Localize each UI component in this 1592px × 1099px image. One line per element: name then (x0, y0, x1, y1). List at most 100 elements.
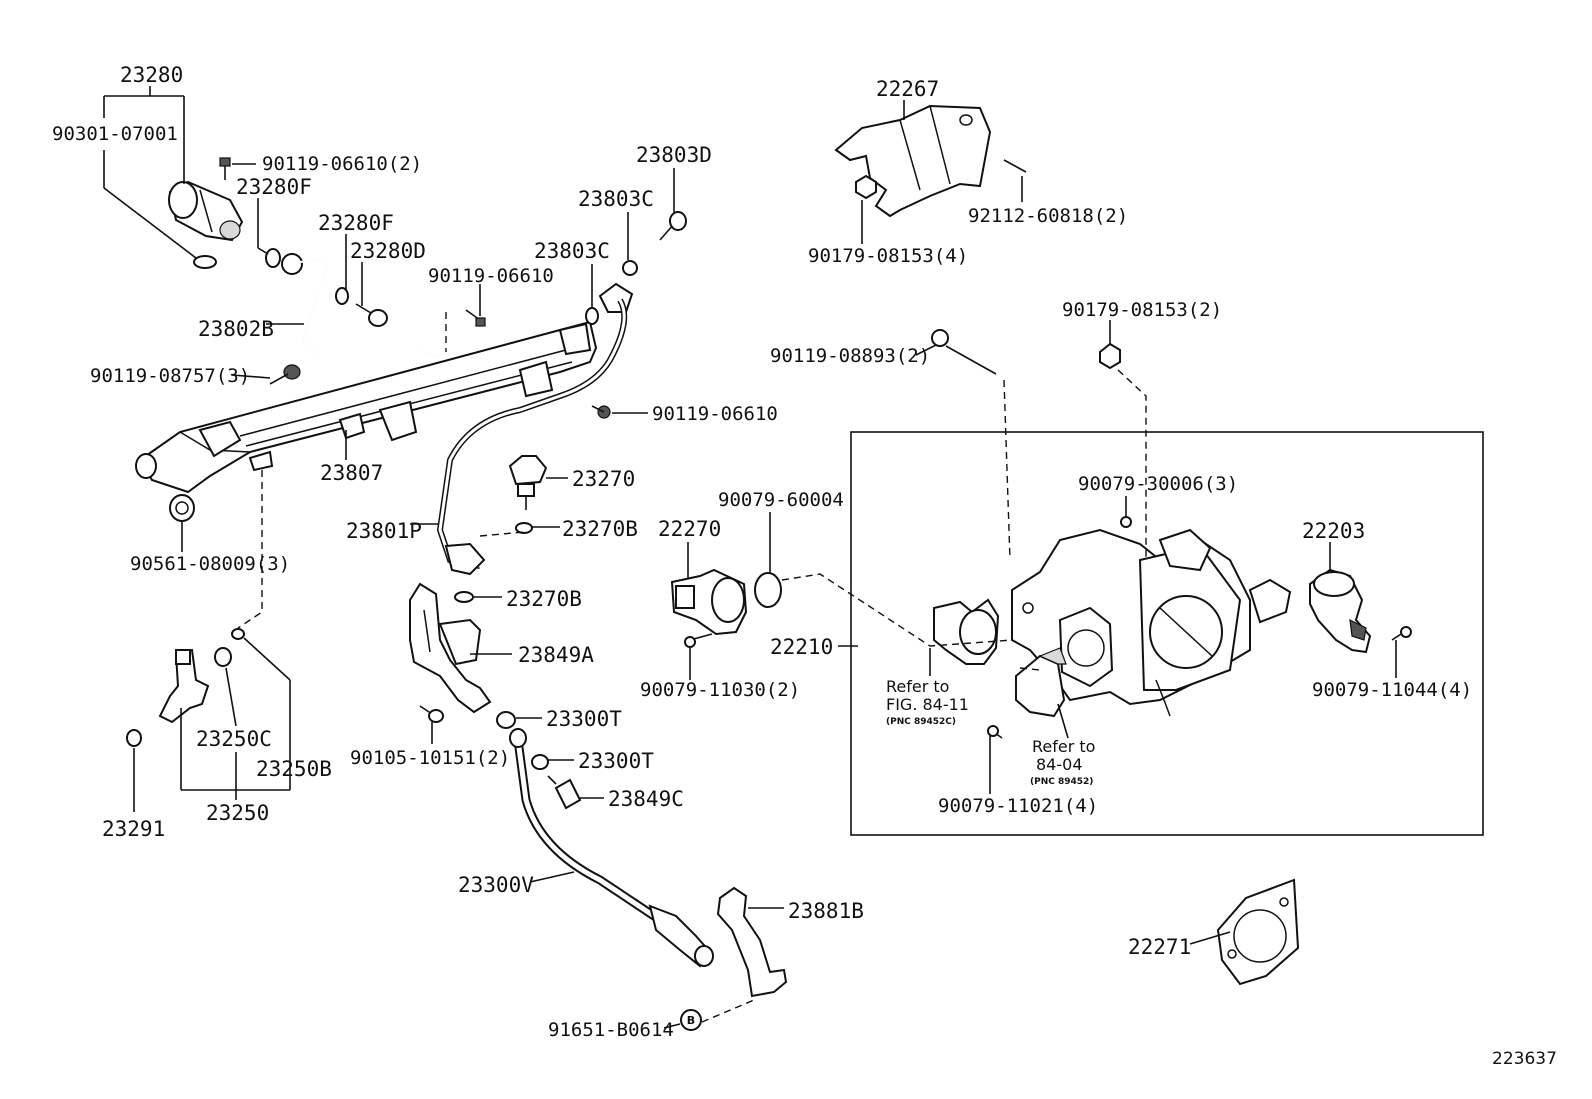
refer-note-2-line1: Refer to (1032, 737, 1095, 756)
callout-22270: 22270 (658, 517, 721, 541)
bolt-90119-08757 (269, 364, 301, 385)
bolt-marker-91651: B (680, 1009, 702, 1031)
callout-23280F-b: 23280F (318, 211, 394, 235)
gasket-23280F-b (335, 287, 349, 305)
callout-90119-06610-a: 90119-06610 (428, 265, 554, 287)
callout-23803D: 23803D (636, 143, 712, 167)
callout-90079-60004: 90079-60004 (718, 489, 844, 511)
union-fitting-23803 (598, 282, 634, 313)
gasket-23300T-a (496, 711, 516, 729)
callout-22271: 22271 (1128, 935, 1191, 959)
callout-23849A: 23849A (518, 643, 594, 667)
stud-92112 (1003, 159, 1027, 173)
callout-23849C: 23849C (608, 787, 684, 811)
gasket-23270B-a (515, 522, 533, 534)
union-23280D-pipe-end (281, 253, 303, 275)
bolt-23803D (659, 211, 687, 241)
callout-90119-08757-3: 90119-08757(3) (90, 365, 250, 387)
callout-90119-06610-b: 90119-06610 (652, 403, 778, 425)
callout-90301-07001: 90301-07001 (52, 123, 178, 145)
screw-90079-11044 (1391, 626, 1412, 641)
nut-90179-08153-2 (1099, 342, 1121, 370)
callout-23291: 23291 (102, 817, 165, 841)
bolt-90119-08893 (931, 329, 997, 375)
callout-23801P: 23801P (346, 519, 422, 543)
callout-90079-11044-4: 90079-11044(4) (1312, 679, 1472, 701)
gasket-22271 (1216, 878, 1300, 986)
callout-22267: 22267 (876, 77, 939, 101)
sensor-22270 (670, 568, 748, 636)
diagram-id: 223637 (1492, 1049, 1557, 1069)
bracket-23849A (409, 582, 492, 714)
idle-valve-22203 (1309, 568, 1372, 654)
refer-note-1-line1: Refer to (886, 677, 949, 696)
bolt-90119-06610-b (591, 405, 611, 419)
callout-90119-08893-2: 90119-08893(2) (770, 345, 930, 367)
callout-90079-11021-4: 90079-11021(4) (938, 795, 1098, 817)
screw-90079-11021 (987, 725, 1003, 739)
callout-92112-60818-2: 92112-60818(2) (968, 205, 1128, 227)
nut-90179-08153-4 (855, 174, 877, 200)
o-ring-23250B (231, 628, 245, 640)
callout-22203: 22203 (1302, 519, 1365, 543)
dashed-assembly-lines (237, 312, 1147, 1023)
callout-90179-08153-4: 90179-08153(4) (808, 245, 968, 267)
gasket-23803C-low (585, 307, 599, 325)
callout-90179-08153-2: 90179-08153(2) (1062, 299, 1222, 321)
grommet-23291 (126, 729, 142, 747)
callout-23300V: 23300V (458, 873, 534, 897)
callout-23250B: 23250B (256, 757, 332, 781)
callout-91651-B0614: 91651-B0614 (548, 1019, 674, 1041)
callout-labels: 23280 90301-07001 90119-06610(2) 23280F … (52, 63, 1557, 1069)
bolt-90105-10151 (419, 705, 444, 723)
throttle-body-22210 (1011, 528, 1292, 717)
callout-23270B-b: 23270B (506, 587, 582, 611)
callout-23803C-a: 23803C (578, 187, 654, 211)
refer-note-1-pnc: (PNC 89452C) (886, 717, 956, 727)
callout-90079-30006-3: 90079-30006(3) (1078, 473, 1238, 495)
callout-23280: 23280 (120, 63, 183, 87)
gasket-90079-60004 (754, 572, 782, 608)
callout-23802B: 23802B (198, 317, 274, 341)
marker-b-text: B (687, 1014, 695, 1027)
gasket-23280F-a (265, 248, 281, 268)
screw-90079-11030 (684, 633, 713, 648)
throttle-sensor-ref-84-11 (933, 598, 1000, 665)
callout-90079-11030-2: 90079-11030(2) (640, 679, 800, 701)
callout-23280D: 23280D (350, 239, 426, 263)
fuel-hose-23300V (509, 728, 714, 968)
gasket-23803C-top (622, 260, 638, 276)
callout-90105-10151-2: 90105-10151(2) (350, 747, 510, 769)
union-bolt-23849C (547, 775, 582, 810)
fuel-rail-23807 (135, 320, 598, 494)
callout-90119-06610-2: 90119-06610(2) (262, 153, 422, 175)
callout-23300T-b: 23300T (578, 749, 654, 773)
callout-23280F-a: 23280F (236, 175, 312, 199)
o-ring-90301 (193, 255, 217, 269)
bracket-22267 (834, 104, 992, 218)
refer-note-1-line2: FIG. 84-11 (886, 695, 969, 714)
fuel-pipe-23802B (299, 259, 441, 357)
callout-23807: 23807 (320, 461, 383, 485)
callout-23300T-a: 23300T (546, 707, 622, 731)
gasket-23300T-b (531, 754, 549, 770)
bolt-90119-06610-a (465, 309, 486, 327)
refer-note-2-pnc: (PNC 89452) (1030, 777, 1093, 787)
callout-23803C-b: 23803C (534, 239, 610, 263)
fuel-injector-23250 (158, 648, 210, 724)
o-ring-23250C (214, 647, 232, 667)
callout-90561-08009-3: 90561-08009(3) (130, 553, 290, 575)
bolt-90119-06610-top (219, 157, 231, 180)
bolt-23280D (355, 303, 388, 327)
fuel-sensor-23270 (508, 455, 548, 510)
screw-90079-30006 (1120, 516, 1132, 528)
refer-note-2-line2: 84-04 (1036, 755, 1083, 774)
gasket-23270B-b (454, 591, 474, 603)
callout-23250: 23250 (206, 801, 269, 825)
pressure-regulator-23280 (168, 180, 244, 242)
insulator-90561 (169, 494, 195, 522)
callout-23270B-a: 23270B (562, 517, 638, 541)
leader-lines (103, 86, 1397, 1029)
callout-23270: 23270 (572, 467, 635, 491)
